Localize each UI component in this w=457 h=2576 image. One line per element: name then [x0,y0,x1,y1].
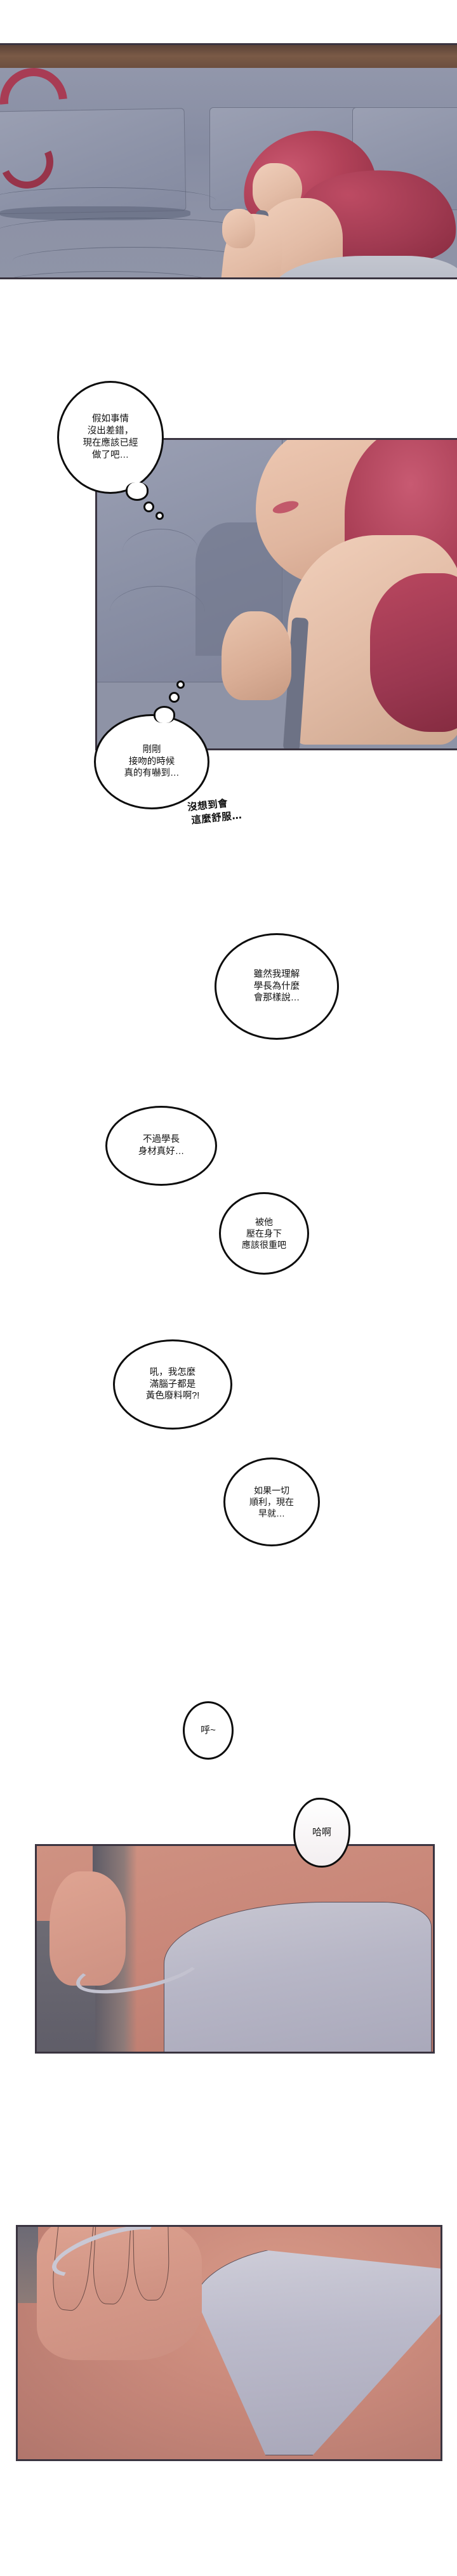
pillow-fold [123,529,199,574]
hair-flowing [370,573,457,732]
thought-bubble-7: 如果一切 順利，現在 早就… [223,1457,320,1546]
hand-gripping-sheet [222,611,291,700]
panel-closeup-underwear-fingers [16,2225,442,2461]
thought-tail-notch [126,482,149,501]
thought-tail-dot [176,681,185,689]
thought-bubble-5: 被他 壓在身下 應該很重吧 [219,1192,309,1275]
headboard [0,45,457,69]
bubble-text: 呼~ [201,1725,216,1736]
sheet-crease [0,271,216,277]
sheet-crease [13,247,254,274]
sheet-crease [0,218,260,248]
bubble-text: 哈啊 [312,1827,331,1838]
moan-bubble: 哈啊 [293,1798,350,1868]
thought-tail-dot [156,512,164,520]
bubble-text: 雖然我理解 學長為什麼 會那樣說… [253,969,300,1004]
bubble-text: 吼，我怎麼 滿腦子都是 黃色廢料啊?! [145,1367,200,1402]
panel-bedroom-wide [0,43,457,279]
dark-fabric [18,2227,38,2303]
bubble-text: 假如事情 沒出差錯， 現在應該已經 做了吧… [83,414,138,460]
thought-bubble-2: 剛剛 接吻的時候 真的有嚇到… [94,714,209,809]
thought-tail-dot [169,692,180,703]
thought-bubble-6: 吼，我怎麼 滿腦子都是 黃色廢料啊?! [113,1339,232,1430]
bubble-text: 如果一切 順利，現在 早就… [249,1485,294,1519]
pillow-fold [110,586,205,637]
bubble-text: 被他 壓在身下 應該很重吧 [242,1216,286,1251]
thought-tail-dot [143,501,154,512]
hand [50,1871,126,1986]
panel-closeup-underwear-pull [35,1844,435,2054]
underwear [164,1902,432,2052]
bed-sheet [0,54,457,277]
thought-bubble-1: 假如事情 沒出差錯， 現在應該已經 做了吧… [57,381,164,494]
bubble-text: 剛剛 接吻的時候 真的有嚇到… [124,744,180,779]
thought-bubble-4: 不過學長 身材真好… [105,1106,217,1186]
bubble-text: 不過學長 身材真好… [138,1134,185,1157]
breath-bubble: 呼~ [183,1701,234,1760]
sheet-crease [0,187,216,213]
hand [222,209,255,248]
handwritten-caption: 沒想到會 這麼舒服… [185,776,298,840]
thought-tail-notch [154,706,175,723]
thought-bubble-3: 雖然我理解 學長為什麼 會那樣說… [215,933,339,1040]
panel-closeup-face [95,438,457,750]
